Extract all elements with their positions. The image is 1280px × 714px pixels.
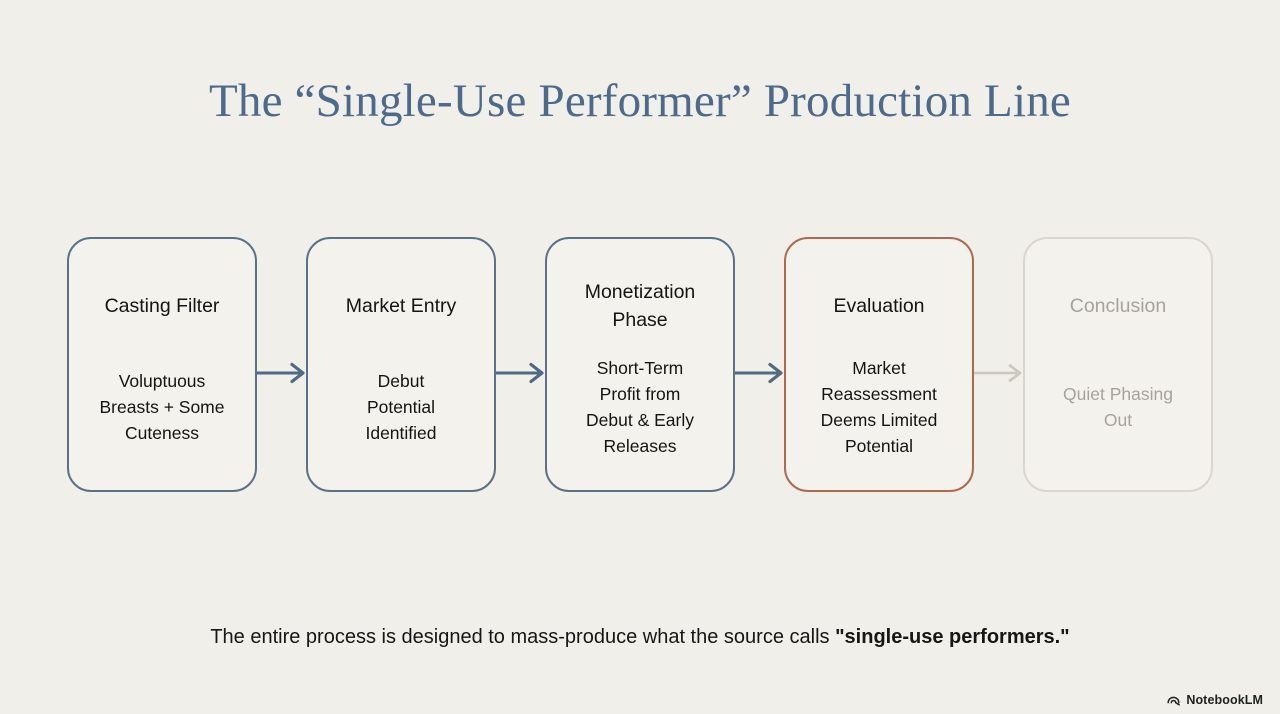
flow-arrow-icon	[974, 364, 1022, 382]
page-title: The “Single-Use Performer” Production Li…	[209, 75, 1071, 127]
step-title: Market Entry	[345, 295, 457, 317]
caption-bold-text: "single-use performers."	[835, 626, 1070, 648]
step-title: Casting Filter	[104, 295, 220, 317]
flow-diagram: Casting Filter Voluptuous Breasts + Some…	[67, 237, 1213, 492]
step-body: Debut Potential Identified	[365, 370, 437, 443]
notebooklm-logo-icon	[1167, 696, 1181, 706]
flow-step-monetization-phase: Monetization Phase Short-Term Profit fro…	[545, 237, 735, 492]
flow-step-conclusion: Conclusion Quiet Phasing Out	[1023, 237, 1213, 492]
step-body: Short-Term Profit from Debut & Early Rel…	[586, 357, 694, 456]
step-title: Monetization Phase	[584, 281, 696, 331]
step-title: Evaluation	[833, 295, 925, 317]
caption-text: The entire process is designed to mass-p…	[210, 626, 836, 648]
flow-step-casting-filter: Casting Filter Voluptuous Breasts + Some…	[67, 237, 257, 492]
flow-arrow-icon	[257, 362, 305, 384]
step-body: Quiet Phasing Out	[1063, 383, 1173, 430]
flow-arrow-icon	[735, 362, 783, 384]
step-body: Voluptuous Breasts + Some Cuteness	[99, 370, 225, 443]
watermark-label: NotebookLM	[1186, 692, 1263, 707]
flow-arrow-icon	[496, 362, 544, 384]
caption: The entire process is designed to mass-p…	[0, 626, 1280, 649]
flow-step-market-entry: Market Entry Debut Potential Identified	[306, 237, 496, 492]
step-body: Market Reassessment Deems Limited Potent…	[820, 357, 938, 456]
notebooklm-watermark: NotebookLM	[1166, 692, 1263, 707]
step-title: Conclusion	[1069, 295, 1167, 317]
flow-step-evaluation: Evaluation Market Reassessment Deems Lim…	[784, 237, 974, 492]
